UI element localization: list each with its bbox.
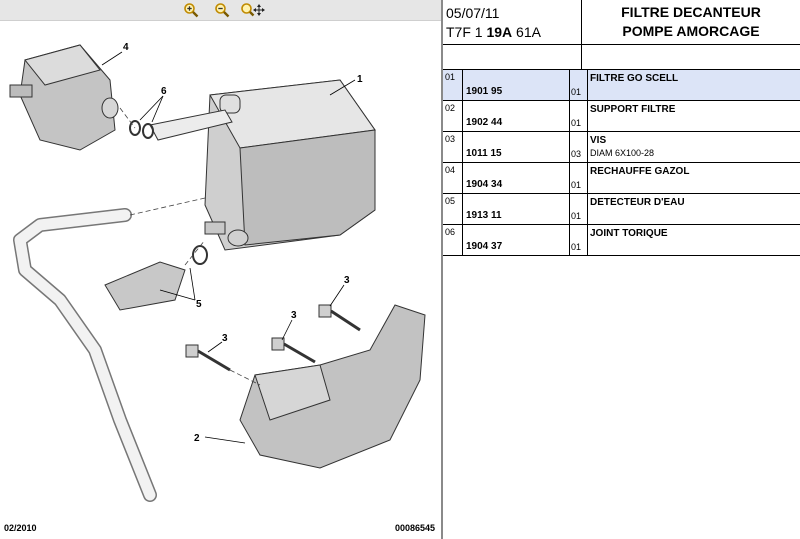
part-reference: 1904 34 [466, 179, 503, 190]
header-code: T7F 1 19A 61A [446, 24, 541, 40]
parts-list-pane: 05/07/11 T7F 1 19A 61A FILTRE DECANTEUR … [443, 0, 800, 539]
part-description: RECHAUFFE GAZOL [590, 166, 690, 177]
zoom-out-icon[interactable] [214, 2, 230, 18]
zoom-toolbar [0, 0, 441, 21]
parts-subheader [443, 45, 800, 70]
callout-label: 4 [123, 42, 129, 53]
filter-support-bracket[interactable] [239, 304, 426, 469]
part-description: JOINT TORIQUE [590, 228, 668, 239]
part-reference: 1904 37 [466, 241, 503, 252]
callout-label: 1 [357, 74, 363, 85]
part-row[interactable]: 06 1904 37 01 JOINT TORIQUE [443, 225, 800, 256]
zoom-in-icon[interactable] [183, 2, 199, 18]
callout-label: 5 [196, 299, 202, 310]
callout-label: 3 [222, 333, 228, 344]
header-date: 05/07/11 [446, 5, 500, 21]
part-description: VIS [590, 135, 607, 146]
part-reference: 1011 15 [466, 148, 502, 159]
screws[interactable] [185, 304, 361, 372]
o-rings[interactable] [129, 120, 154, 139]
part-description: FILTRE GO SCELL [590, 73, 679, 84]
diagram-date: 02/2010 [4, 523, 37, 533]
diagram-pane: 1 2 3 3 3 4 5 6 02/2010 00086545 [0, 0, 441, 533]
header-title: FILTRE DECANTEUR POMPE AMORCAGE [621, 4, 761, 39]
part-row[interactable]: 02 1902 44 01 SUPPORT FILTRE [443, 101, 800, 132]
callout-label: 3 [344, 275, 350, 286]
callout-label: 2 [194, 433, 200, 444]
part-reference: 1902 44 [466, 117, 503, 128]
part-row[interactable]: 01 1901 95 01 FILTRE GO SCELL [443, 70, 800, 101]
parts-table: 01 1901 95 01 FILTRE GO SCELL 02 1902 44… [443, 70, 800, 256]
part-row[interactable]: 04 1904 34 01 RECHAUFFE GAZOL [443, 163, 800, 194]
parts-header: 05/07/11 T7F 1 19A 61A FILTRE DECANTEUR … [443, 0, 800, 45]
callout-label: 6 [161, 86, 167, 97]
part-description: DETECTEUR D'EAU [590, 197, 685, 208]
pane-divider[interactable] [441, 0, 443, 539]
fuel-filter-housing[interactable] [149, 79, 376, 251]
part-description: SUPPORT FILTRE [590, 104, 676, 115]
callout-label: 3 [291, 310, 297, 321]
part-reference: 1913 11 [466, 210, 502, 221]
diagram-reference: 00086545 [394, 523, 435, 533]
part-row[interactable]: 05 1913 11 01 DETECTEUR D'EAU [443, 194, 800, 225]
zoom-pan-icon[interactable] [240, 2, 266, 18]
exploded-parts-diagram: 1 2 3 3 3 4 5 6 [9, 42, 426, 502]
part-reference: 1901 95 [466, 86, 503, 97]
priming-pump[interactable] [9, 44, 119, 151]
